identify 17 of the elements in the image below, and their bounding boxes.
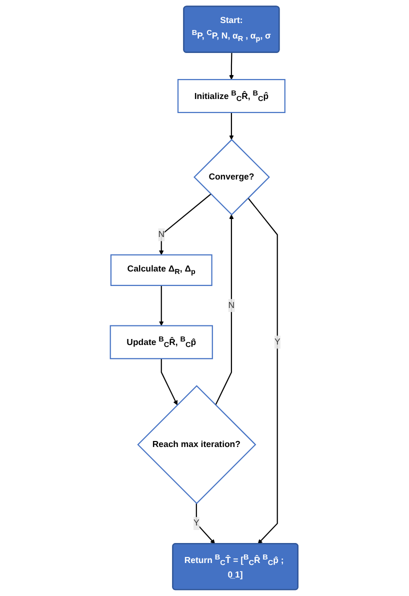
arrow [159,285,164,326]
node-box: Initialize $^{B}$$_{C}$R̂, $^{B}$$_{C}$p̂ [178,79,286,114]
arrow [215,214,234,406]
edge-label: N [228,300,235,310]
arrow [248,198,278,544]
node-box: Update $^{B}$$_{C}$R̂, $^{B}$$_{C}$p̂ [110,325,214,360]
arrow [159,194,212,256]
node-box: Calculate Δ$_{R}$, Δ$_{p}$ [110,254,213,286]
arrow [229,52,234,80]
edge-label: Y [194,518,200,528]
arrow [196,503,216,544]
node-diamond: Converge? [194,138,270,216]
edge-label: Y [274,337,281,347]
arrow [229,112,234,140]
arrow [161,358,178,406]
node-diamond: Reach max iteration? [138,385,257,504]
edge-label: N [158,230,165,240]
